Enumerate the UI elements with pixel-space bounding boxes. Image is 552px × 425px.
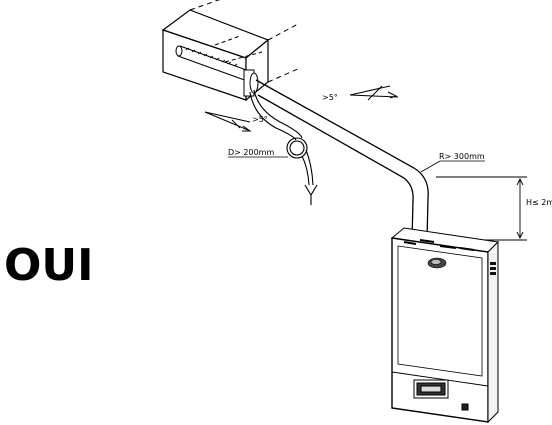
slope-label-upper: >5° [322, 93, 338, 102]
height-limit-label: H≤ 2m [526, 198, 552, 207]
verdict-label: OUI [4, 240, 94, 291]
boiler-control-panel [413, 379, 469, 411]
bend-radius-leader [420, 160, 441, 173]
boiler-unit [390, 227, 500, 424]
boiler-logo [427, 257, 447, 269]
main-flue-tube [255, 79, 429, 241]
slope-indicator-lower [204, 111, 252, 132]
boiler-side-vents [490, 262, 496, 275]
height-dimension [436, 176, 527, 241]
slope-label-lower: >5° [252, 115, 268, 124]
condensate-tube [249, 89, 318, 205]
loop-diameter-label: D> 200mm [228, 148, 274, 157]
wall-duct-dashes [189, 0, 301, 83]
wall-collar [243, 69, 259, 97]
bend-radius-label: R> 300mm [439, 152, 485, 161]
flue-pipe-inside-wall [175, 35, 263, 83]
slope-indicator-upper [349, 85, 399, 101]
